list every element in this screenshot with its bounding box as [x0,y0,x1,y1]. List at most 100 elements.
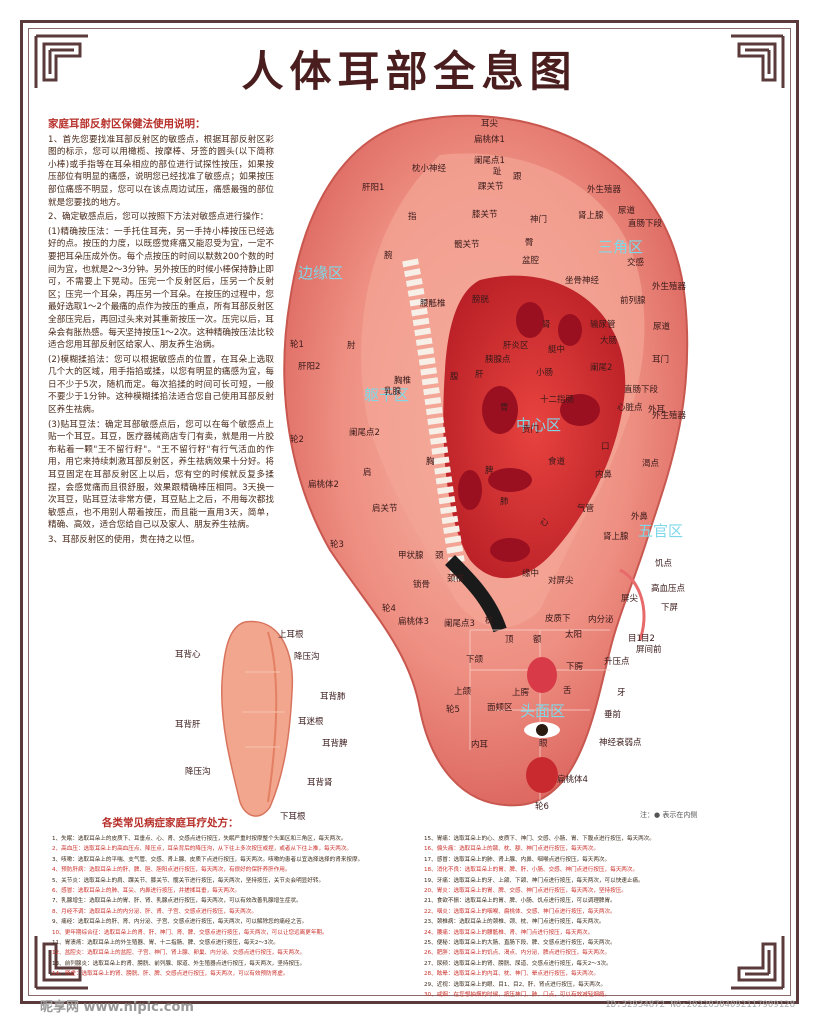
ear-back-label: 耳背心 [175,650,201,660]
prescription-item: 11、胃溃疡：选取耳朵上的外生殖器、胃、十二指肠、脾、交感点进行按压，每天2～3… [52,940,279,947]
ear-point-label: 面颊区 [487,703,513,713]
ear-back-label: 耳背肺 [320,692,346,702]
ear-point-label: 外生殖器 [652,411,687,421]
prescription-item: 1、失眠：选取耳朵上的皮质下、耳垂点、心、肾、交感点进行按压，失眠严重时按摩整个… [52,836,347,842]
ear-back-diagram [150,612,390,822]
zone-label: 三角区 [598,238,644,256]
ear-point-label: 直肠下段 [624,385,659,395]
ear-point-label: 趾 [493,167,502,177]
prescription-item: 19、牙痛：选取耳朵上的牙、上颌、下颌、神门点进行按压，每天两次，可以快速止痛。 [424,877,644,884]
ear-point-label: 尿道 [618,206,636,216]
ear-point-label: 腹 [450,372,459,382]
corner-ornament [729,934,785,990]
ear-point-label: 目2 [641,634,655,644]
ear-point-label: 下腭 [566,662,584,672]
ear-point-label: 内鼻 [595,470,613,480]
ear-point-label: 肾上腺 [603,532,629,542]
prescription-item: 8、月经不调：选取耳朵上的内分泌、肝、肾、子宫、交感点进行按压，每天两次。 [52,908,257,915]
prescription-item: 10、更年期综合征：选取耳朵上的肾、肝、神门、肾、脾、交感点进行按压，每天两次，… [52,929,328,936]
corner-ornament [34,934,90,990]
prescription-item: 23、颈椎病：选取耳朵上的颈椎、颈、枕、神门点进行按压，每天两次。 [424,919,605,926]
prescription-item: 5、关节炎：选取耳朵上的肩、踝关节、膝关节、髋关节进行按压，每天两次，坚持按压，… [52,877,325,884]
ear-point-label: 气管 [577,504,595,514]
prescription-item: 6、感冒：选取耳朵上的肺、耳尖、内鼻进行按压，并搓揉耳垂，每天两次。 [52,888,241,895]
prescription-item: 4、预防肝病：选取耳朵上的肝、脾、胆、胆阳点进行按压，每天两次，有很好的保肝养肝… [52,867,291,874]
instructions-panel: 家庭耳部反射区保健法使用说明： 1、首先您要找准耳部反射区的敏感点，根据耳部反射… [48,118,274,549]
ear-point-label: 肝炎区 [503,341,529,351]
ear-point-label: 顶 [505,635,514,645]
ear-back-label: 耳背肝 [175,720,201,730]
ear-point-label: 肘 [347,341,356,351]
ear-point-label: 坐骨神经 [565,276,600,286]
instruction-paragraph: (2)模糊揉掐法：您可以根据敏感点的位置，在耳朵上选取几个大的区域，用手指掐或揉… [48,354,274,416]
instruction-paragraph: 2、确定敏感点后，您可以按照下方法对敏感点进行操作： [48,212,269,223]
prescription-item: 30、戒烟：在您想抽烟的时候，按压神门、肺、口点，可以有效减轻烟瘾。 [424,992,611,999]
ear-point-label: 跟 [513,172,522,182]
prescription-item: 27、尿频：选取耳朵上的肾、膀胱、尿道、交感点进行按压，每天2～3次。 [424,960,612,967]
ear-point-label: 口 [601,442,610,452]
corner-ornament [729,34,785,90]
zone-label: 躯干区 [364,386,410,404]
outer-frame [20,20,799,1004]
ear-back-label: 耳背脾 [322,739,348,749]
ear-point-label: 下屏 [661,603,679,613]
zone-label: 边缘区 [298,264,344,282]
ear-point-label: 舌 [563,686,572,696]
ear-point-label: 渴点 [642,459,660,469]
ear-point-label: 屏尖 [621,594,639,604]
ear-point-label: 神经衰弱点 [599,738,642,748]
ear-point-label: 乳腺 [384,387,402,397]
ear-point-label: 脾 [485,466,494,476]
ear-point-label: 臀 [525,238,534,248]
ear-point-label: 轮2 [290,435,304,445]
zone-label: 头面区 [520,702,566,720]
prescription-item: 26、肥胖：选取耳朵上的饥点、渴点、内分泌、脾点进行按压，每天两次。 [424,950,611,957]
ear-point-label: 扁桃体3 [398,617,429,627]
instructions-heading: 家庭耳部反射区保健法使用说明： [48,118,206,130]
prescription-item: 3、咳嗽：选取耳朵上的平喘、支气管、交感、肾上腺、皮质下点进行按压，每天两次。咳… [52,856,364,863]
ear-point-label: 神门 [530,215,548,225]
ear-point-label: 外鼻 [631,512,649,522]
image-id: ID:32934872 NO:20220304092117909128 [605,1000,795,1010]
prescriptions-left-column: 1、失眠：选取耳朵上的皮质下、耳垂点、心、肾、交感点进行按压，失眠严重时按摩整个… [52,834,410,1001]
ear-point-label: 肾 [542,320,551,330]
ear-point-label: 膝关节 [472,210,498,220]
ear-point-label: 皮质下 [545,614,571,624]
legend-note: 注：● 表示在内侧 [640,811,698,819]
watermark: 昵享网 www.nipic.com [40,1000,194,1015]
ear-point-label: 尿道 [653,322,671,332]
instruction-paragraph: 3、耳部反射区的使用，贵在持之以恒。 [48,535,200,545]
inner-frame [28,28,791,996]
ear-point-label: 胰腺点 [485,355,511,365]
ear-point-label: 垂前 [604,710,622,720]
ear-point-label: 艇中 [548,345,566,355]
instruction-paragraph: (1)精确按压法：一手托住耳壳，另一手持小棒按压已经选好的点。按压的力度，以既感… [48,226,274,351]
ear-point-label: 阑尾点3 [444,619,475,629]
prescription-item: 2、高血压：选取耳朵上的高血压点、降压点，耳朵背后的降压沟，从下往上多次按压或捏… [52,846,353,853]
ear-point-label: 腕 [384,251,393,261]
ear-point-label: 膀胱 [472,295,490,305]
ear-point-label: 阑尾点1 [474,156,505,166]
ear-point-label: 外生殖器 [652,282,687,292]
ear-point-label: 肝阳1 [362,183,385,193]
ear-diagram [270,110,710,810]
ear-point-label: 前列腺 [620,296,646,306]
ear-point-label: 大肠 [600,336,618,346]
ear-point-label: 屏间前 [636,645,662,655]
ear-back-label: 下耳根 [280,812,306,822]
ear-point-label: 耳门 [652,355,670,365]
ear-point-label: 十二指肠 [540,395,575,405]
prescription-item: 20、胃炎：选取耳朵上的胃、脾、交感、神门点进行按压，每天两次，坚持按压。 [424,888,627,895]
prescription-item: 29、近视：选取耳朵上的眼、目1、目2、肝、肾点进行按压，每天两次。 [424,981,607,988]
ear-point-label: 上颌 [454,687,472,697]
ear-point-label: 耳尖 [481,119,499,129]
ear-point-label: 轮5 [446,705,460,715]
ear-point-label: 外耳 [648,405,666,415]
ear-point-label: 阑尾2 [590,363,613,373]
ear-point-label: 腰骶椎 [420,299,446,309]
ear-point-label: 胸 [426,457,435,467]
ear-point-label: 甲状腺 [398,551,424,561]
ear-point-label: 锁骨 [413,580,431,590]
ear-point-label: 高血压点 [651,584,686,594]
ear-back-label: 耳背肾 [307,778,333,788]
